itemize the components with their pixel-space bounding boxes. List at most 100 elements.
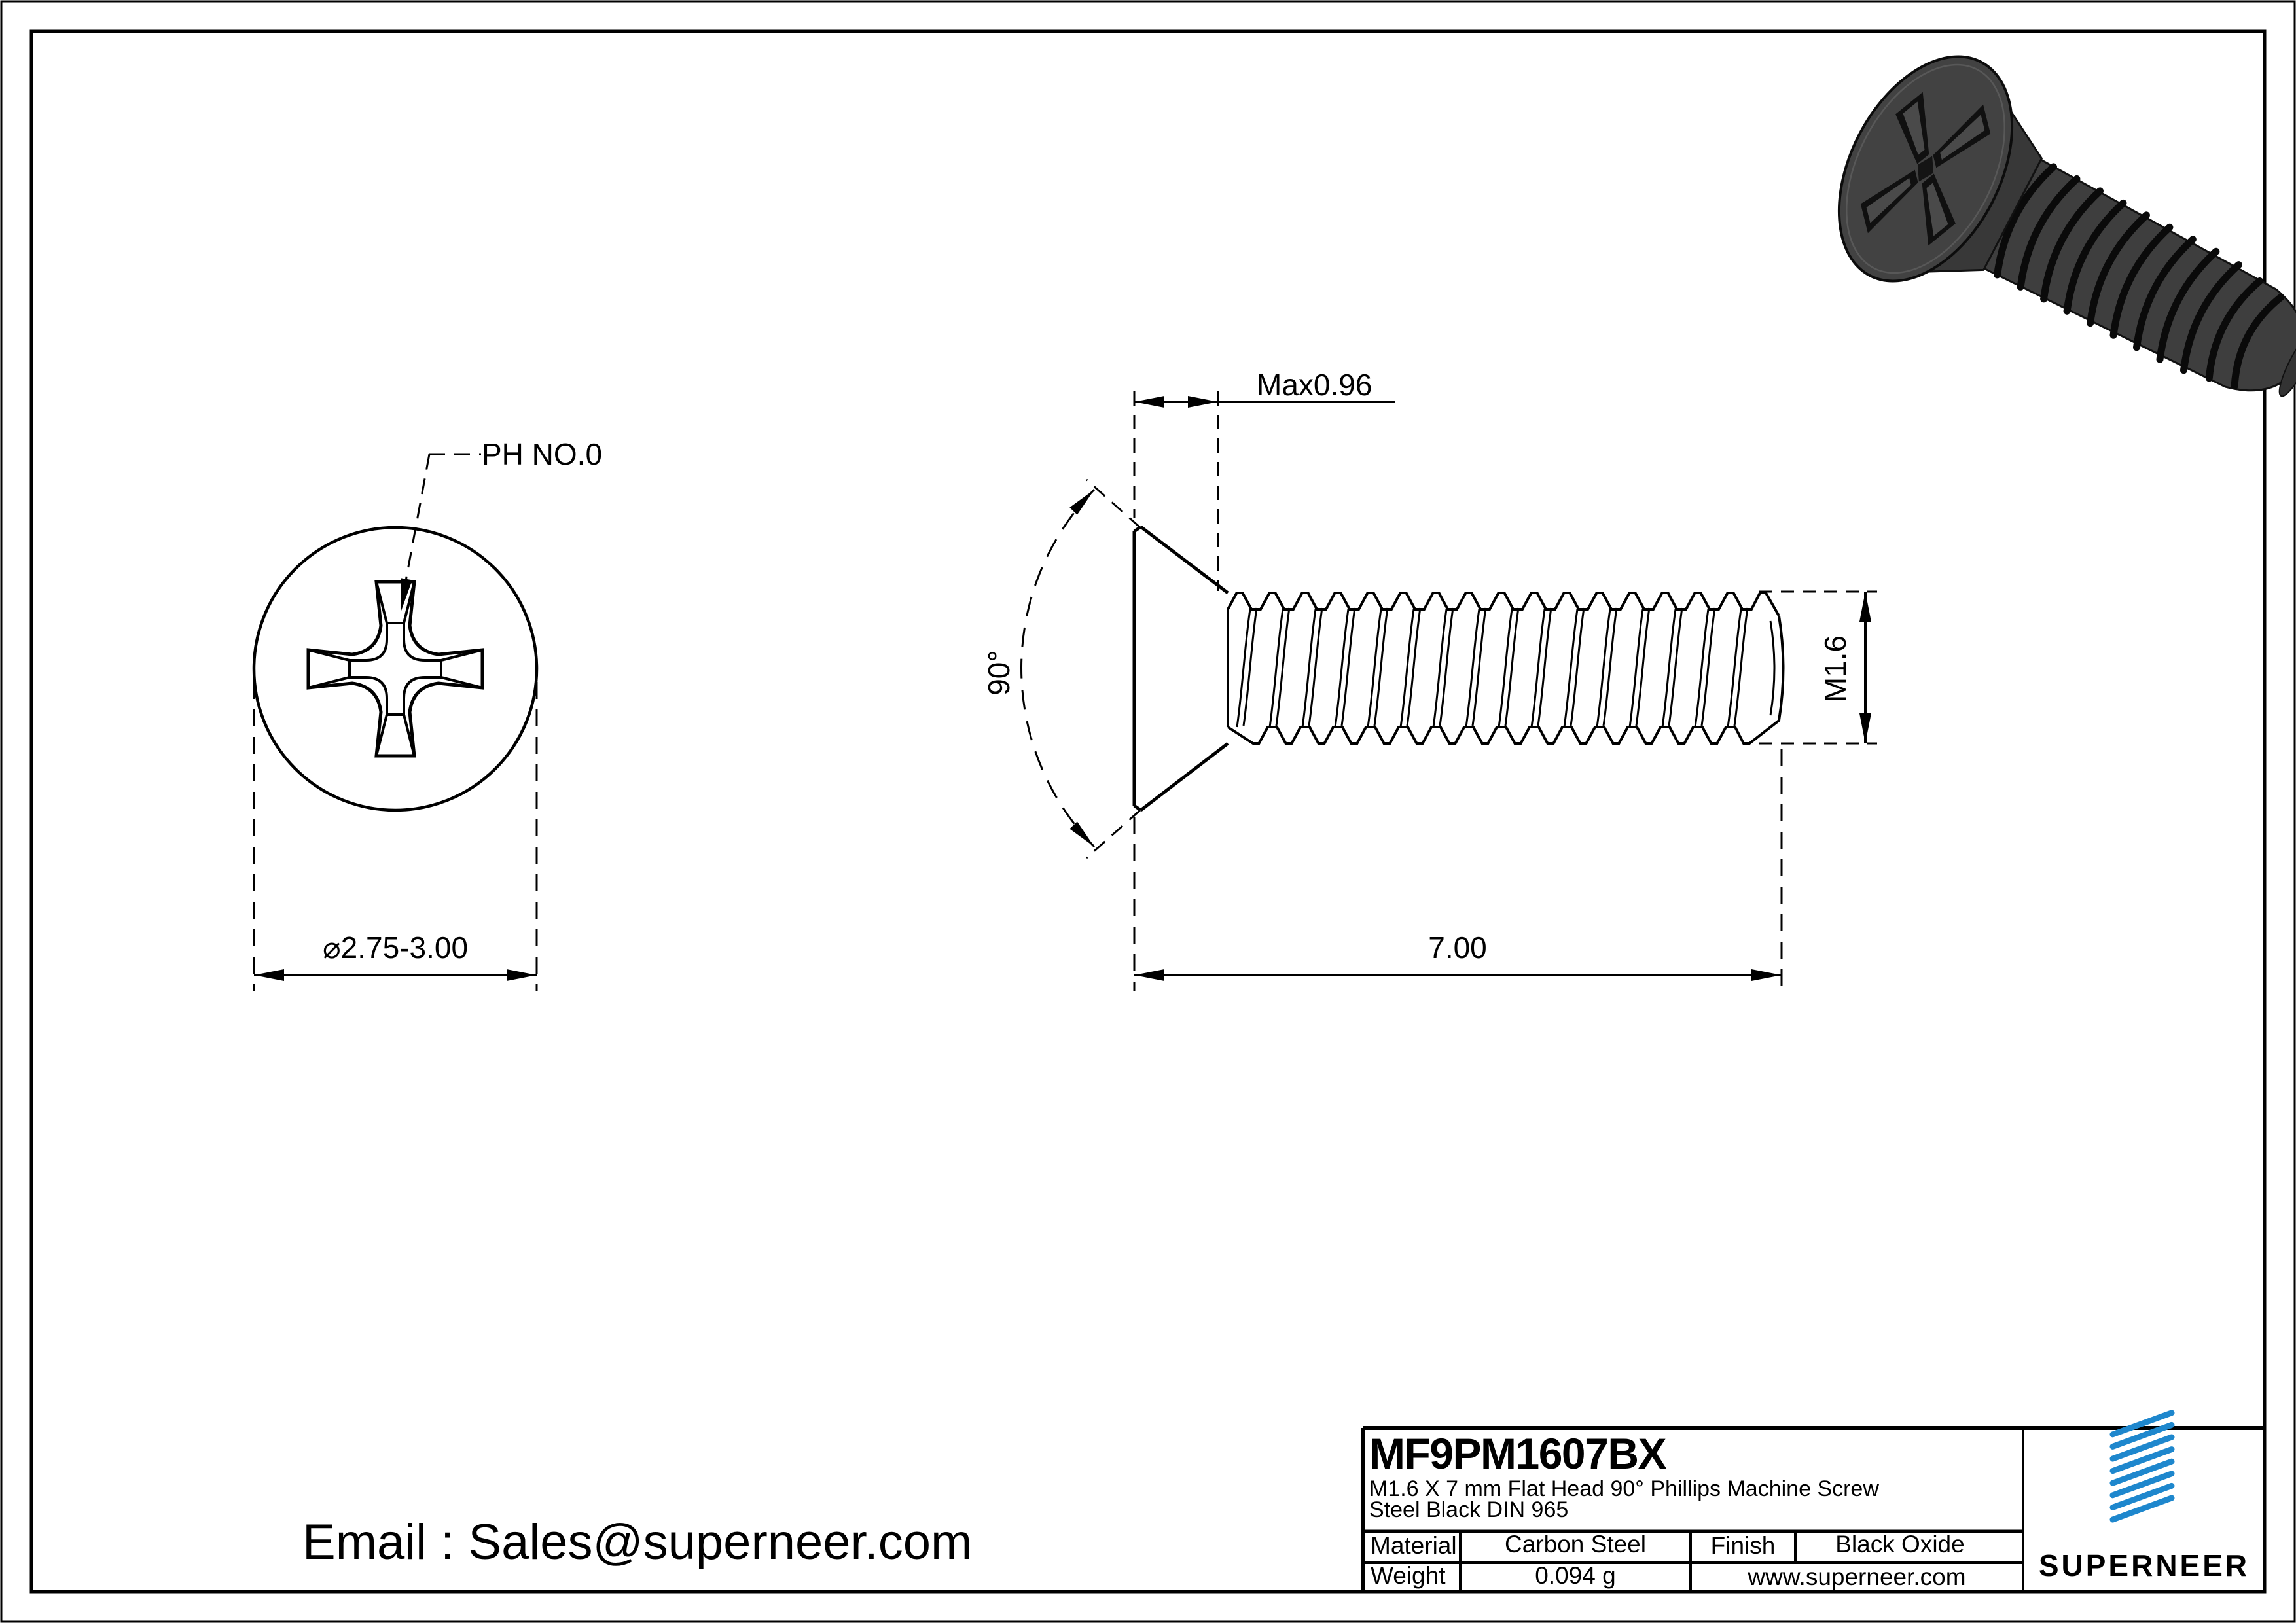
geom-line (1086, 478, 1141, 529)
geom-path (1602, 607, 1618, 726)
geom-line (308, 676, 350, 689)
head-height-dimension: Max0.96 (1257, 368, 1372, 402)
geom-path (1439, 607, 1454, 726)
weight-value: 0.094 g (1535, 1562, 1615, 1589)
recess-tip-chamfer (375, 581, 416, 624)
geom-path (2156, 247, 2220, 363)
geom-path (2017, 175, 2081, 291)
geom-path (1769, 620, 1776, 716)
dimension-arrowhead (254, 969, 284, 981)
geom-path (1940, 115, 1985, 160)
geom-path (1471, 607, 1487, 726)
geom-path (1530, 609, 1546, 728)
geom-line (2109, 1410, 2175, 1438)
phillips-recess (306, 580, 484, 758)
brand-wordmark: SUPERNEER (2039, 1548, 2250, 1582)
geom-path (1227, 719, 1780, 745)
dimension-arrowhead (1188, 396, 1218, 408)
material-value: Carbon Steel (1505, 1531, 1646, 1558)
geom-line (2109, 1434, 2175, 1462)
geom-path (1465, 609, 1480, 728)
dimension-arrowhead (1069, 821, 1094, 847)
length-dimension: 7.00 (1428, 931, 1487, 965)
geom-path (1227, 592, 1780, 616)
geom-path (1268, 609, 1284, 728)
geom-path (1668, 607, 1683, 726)
description-line-1: M1.6 X 7 mm Flat Head 90° Phillips Machi… (1369, 1476, 1879, 1501)
geom-path (1628, 609, 1644, 728)
geom-path (1635, 607, 1651, 726)
geom-path (1694, 609, 1710, 728)
geom-path (1727, 609, 1742, 728)
geom-line (1139, 742, 1229, 812)
diameter-dimension: ⌀2.75-3.00 (323, 931, 468, 965)
geom-path (1903, 101, 1925, 155)
geom-line (2109, 1458, 2175, 1486)
geom-line (1133, 804, 1142, 812)
angle-dimension: 90° (982, 650, 1016, 696)
geom-line (2109, 1446, 2175, 1474)
geom-line (403, 714, 416, 757)
geom-path (1367, 609, 1382, 728)
geom-line (375, 581, 388, 624)
geom-path (1733, 607, 1749, 726)
dimension-arrowhead (401, 578, 412, 613)
geom-path (1778, 615, 1785, 721)
description-line-2: Steel Black DIN 965 (1369, 1497, 1568, 1522)
dimension-arrowhead (1859, 592, 1871, 622)
screw-3d-render (1837, 55, 2296, 397)
geom-line (440, 649, 483, 662)
geom-path (1994, 163, 2058, 279)
material-label: Material (1371, 1532, 1457, 1559)
geom-path (1504, 607, 1520, 726)
geom-path (1570, 607, 1585, 726)
geom-path (1926, 183, 1948, 236)
website-link[interactable]: www.superneer.com (1747, 1563, 1965, 1590)
geom-path (1661, 609, 1677, 728)
recess-tip-chamfer (440, 649, 483, 689)
geom-path (1498, 609, 1513, 728)
geom-line (2109, 1471, 2175, 1499)
geom-path (2179, 261, 2242, 374)
dimension-arrowhead (507, 969, 537, 981)
recess-tip-chamfer (308, 649, 350, 689)
geom-line (1139, 526, 1229, 594)
contact-email: Email : Sales@superneer.com (302, 1514, 972, 1570)
screw-head-recess (1860, 92, 1991, 246)
geom-line (2109, 1482, 2175, 1510)
geom-path (1406, 607, 1422, 726)
geom-line (403, 581, 416, 624)
sheet-inner-frame (29, 29, 2267, 1594)
geom-path (1334, 609, 1350, 728)
geom-path (1432, 609, 1448, 728)
finish-value: Black Oxide (1835, 1531, 1964, 1558)
geom-path (2133, 236, 2197, 351)
geom-path (1308, 607, 1323, 726)
geom-path (1275, 607, 1291, 726)
dimension-arrowhead (1859, 713, 1871, 743)
finish-label: Finish (1711, 1532, 1776, 1559)
geom-path (1340, 607, 1356, 726)
screw-head-rim (1845, 63, 2006, 274)
recess-label: PH NO.0 (482, 437, 602, 471)
geom-path (1373, 607, 1389, 726)
geom-path (1563, 609, 1579, 728)
geom-path (1596, 609, 1611, 728)
geom-path (1866, 177, 1911, 223)
geom-line (1086, 809, 1141, 859)
geom-line (375, 714, 388, 757)
part-number: MF9PM1607BX (1369, 1429, 1666, 1478)
geom-path (2205, 277, 2264, 382)
geom-path (2040, 187, 2104, 303)
dimension-arrowhead (1134, 969, 1164, 981)
geom-path (1917, 156, 1934, 182)
geom-path (2231, 293, 2285, 390)
dimension-arrowhead (1751, 969, 1782, 981)
geom-path (1301, 609, 1317, 728)
head-outline-circle (252, 526, 539, 812)
brand-logo-stripes (2109, 1410, 2175, 1523)
recess-tip-chamfer (375, 714, 416, 757)
geom-path (2063, 199, 2127, 315)
geom-line (403, 454, 431, 588)
